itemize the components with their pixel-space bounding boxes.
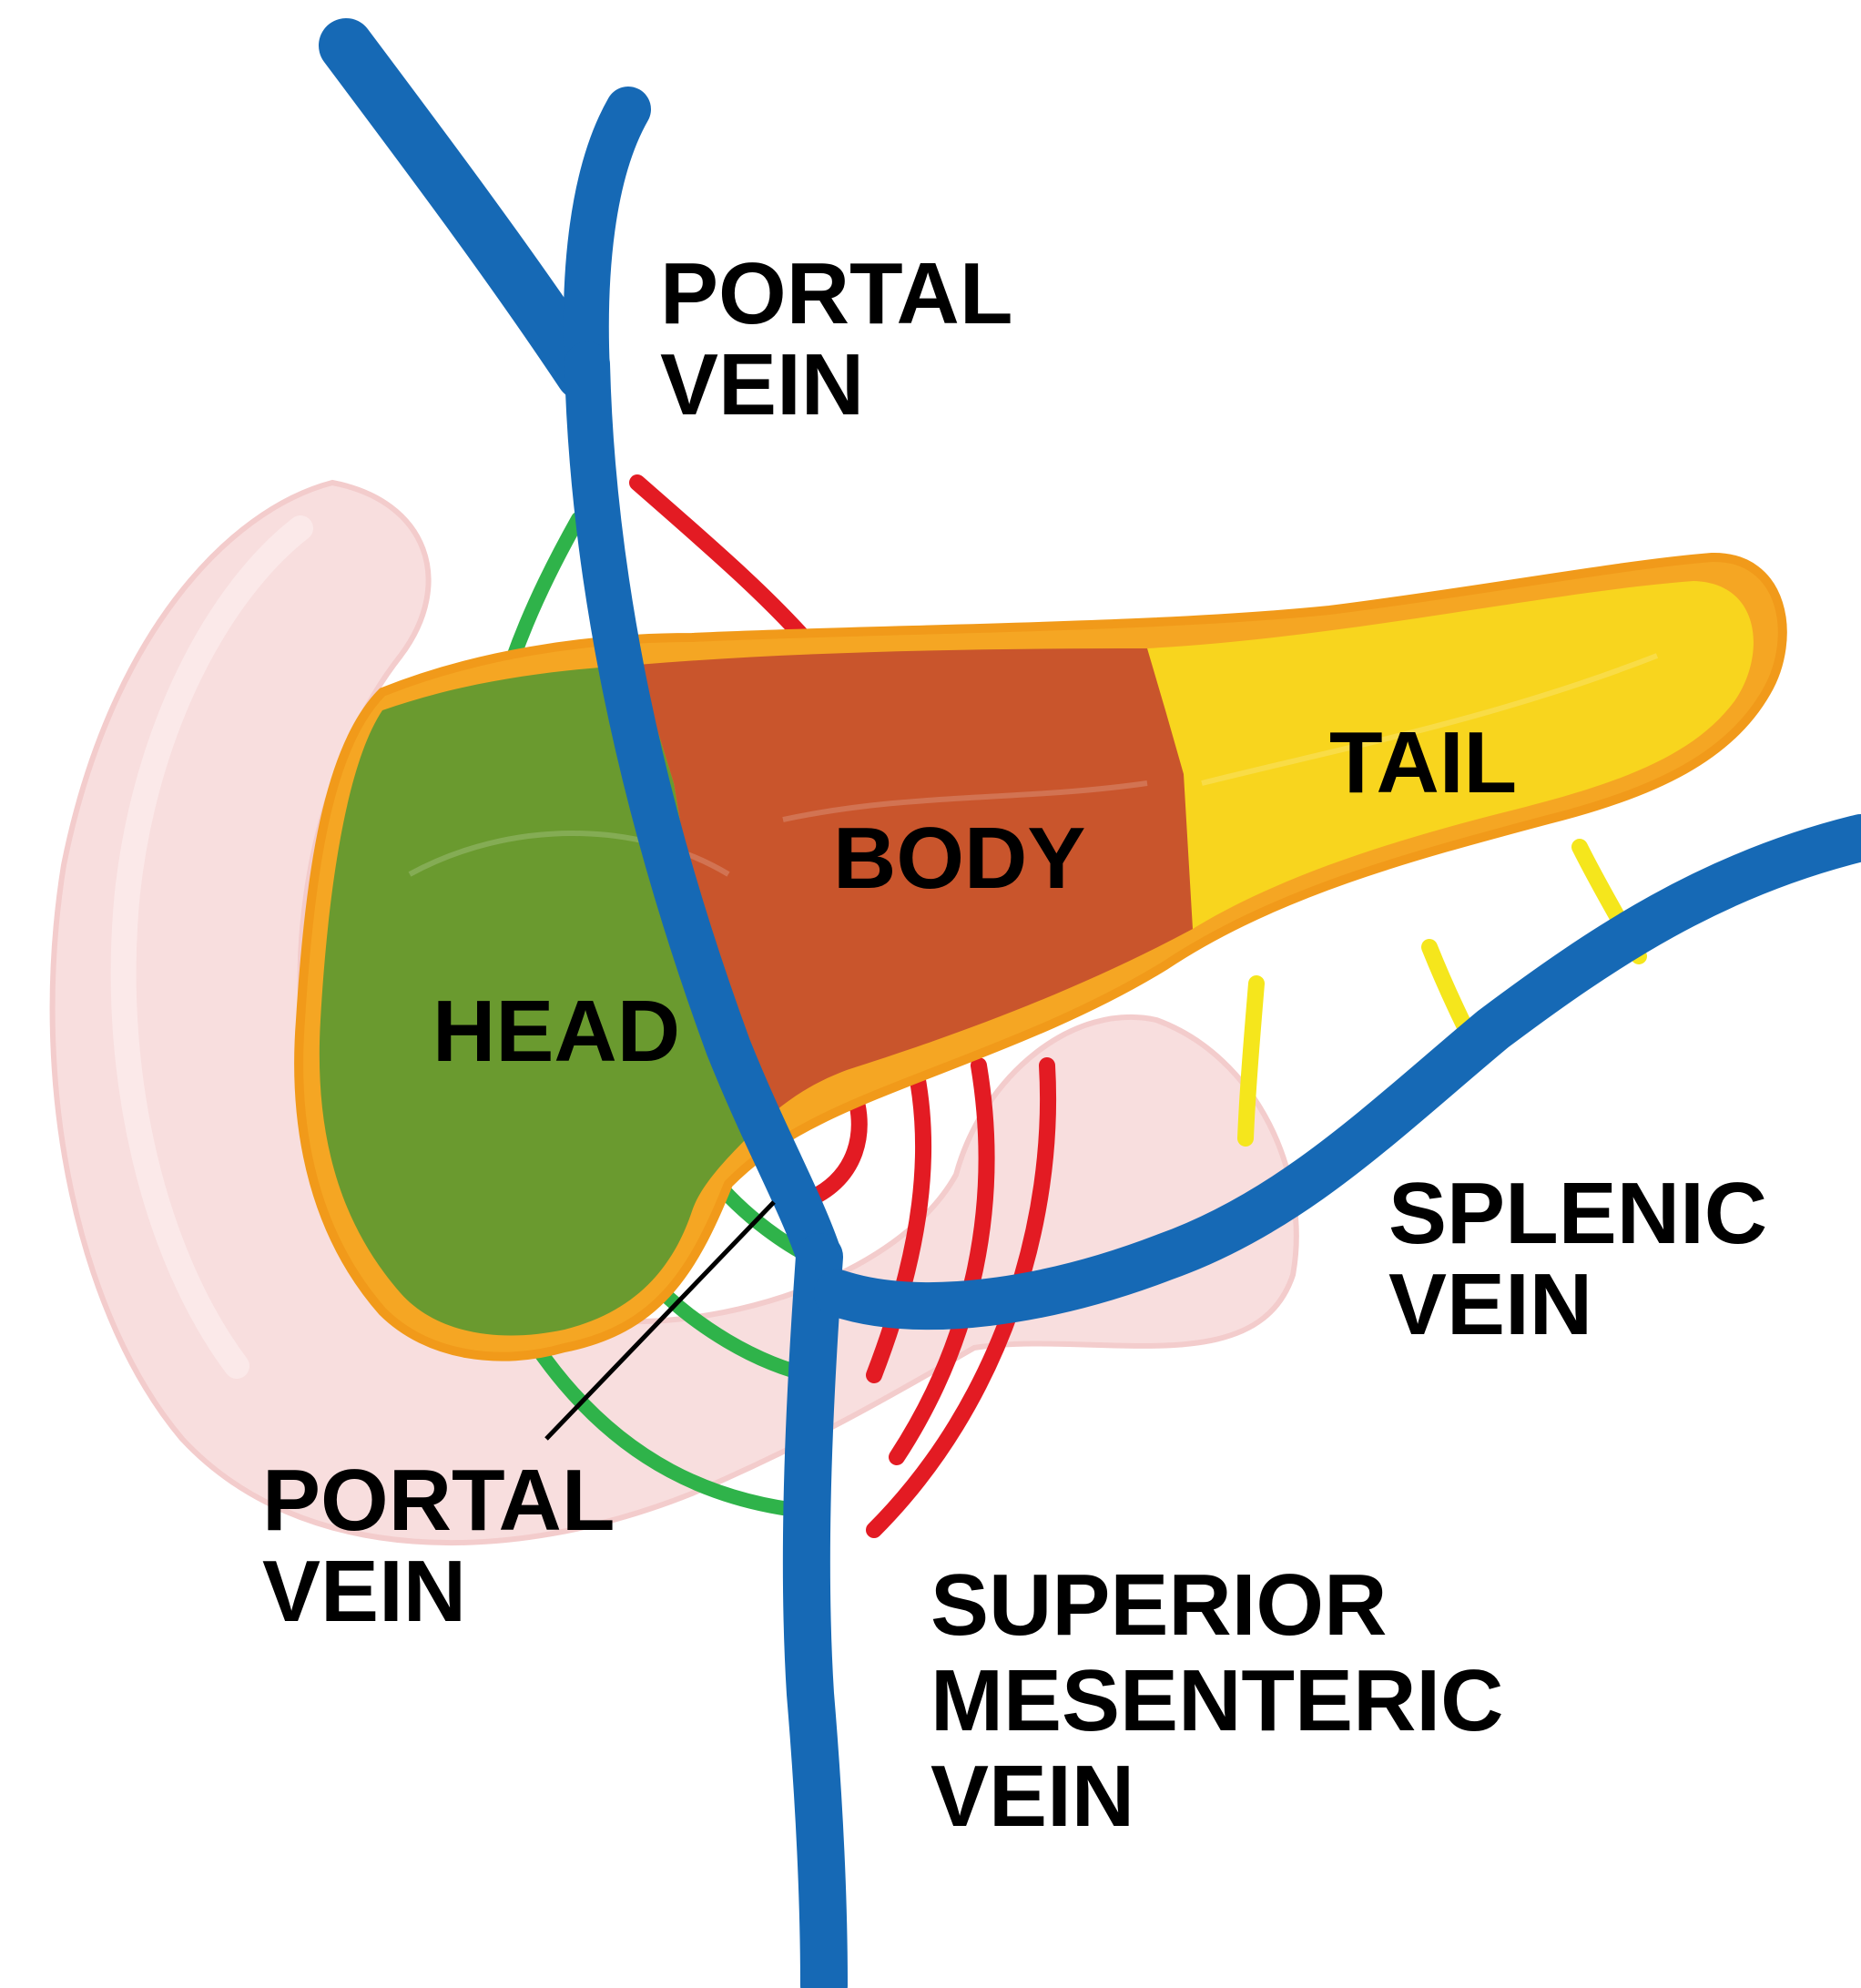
label-portal-vein-top: PORTAL VEIN [660, 245, 1035, 433]
label-portal-vein-bottom: PORTAL VEIN [262, 1452, 637, 1640]
label-superior-mesenteric-vein: SUPERIOR MESENTERIC VEIN [930, 1556, 1528, 1845]
label-head: HEAD [432, 983, 680, 1080]
label-body: BODY [833, 810, 1085, 907]
label-tail: TAIL [1329, 714, 1517, 811]
label-splenic-vein: SPLENIC VEIN [1388, 1165, 1792, 1353]
